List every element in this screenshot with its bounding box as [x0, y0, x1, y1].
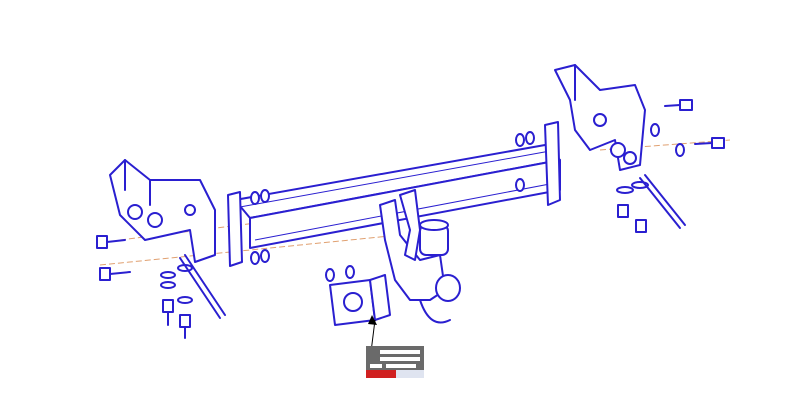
identification-plate [366, 315, 424, 378]
left-fasteners [96, 235, 226, 339]
right-fasteners [616, 99, 725, 233]
tow-ball-neck [379, 189, 461, 324]
electrical-socket-plate [329, 274, 391, 326]
crossbar-fasteners [250, 131, 535, 282]
right-mounting-bracket [554, 64, 646, 171]
left-mounting-bracket [109, 159, 216, 263]
